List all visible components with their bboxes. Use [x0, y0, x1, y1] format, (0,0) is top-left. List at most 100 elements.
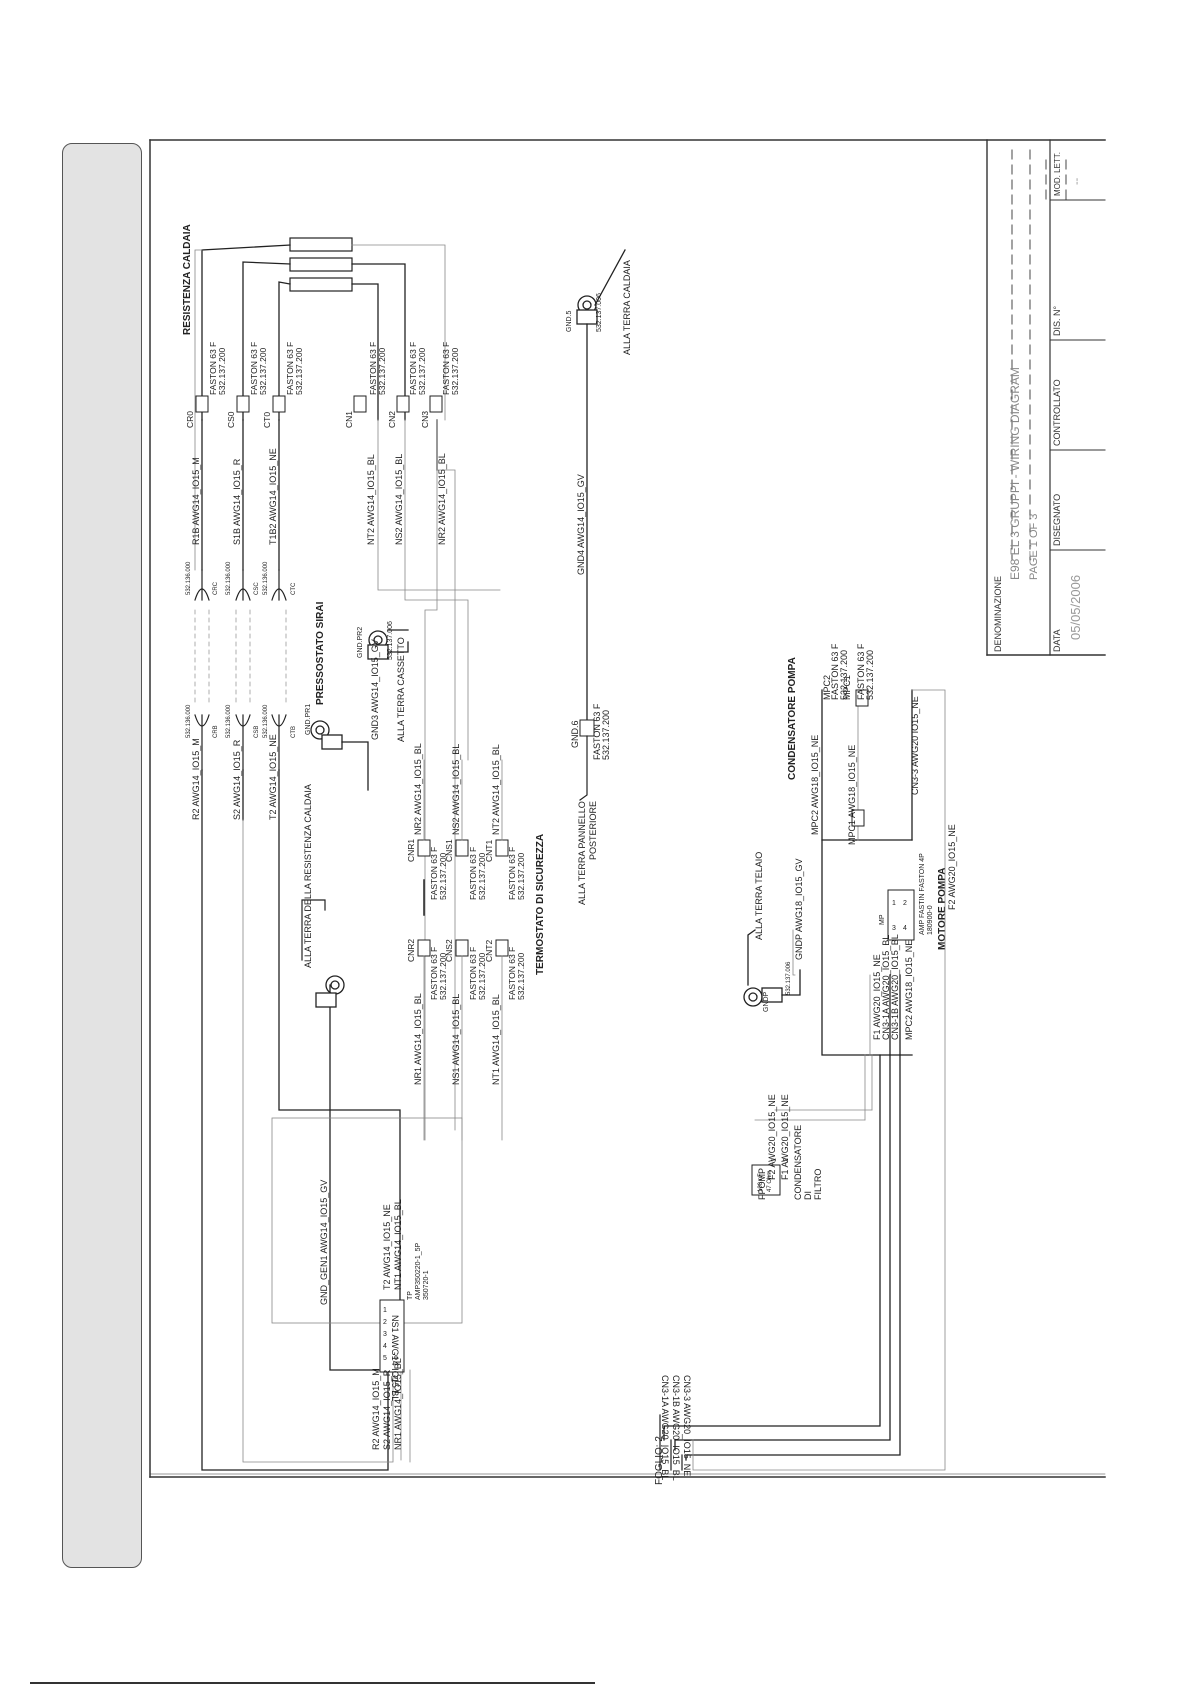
conn-cnr2-faston: FASTON 63 F — [429, 947, 439, 1000]
gndp-label: GNDP — [763, 991, 770, 1012]
conn-cnr2: CNR2 — [406, 939, 416, 962]
conn-cr0: CR0 — [185, 411, 195, 428]
lug-code-1: 532.136.000 — [186, 561, 192, 595]
pump-thin — [692, 689, 946, 1471]
conn-cnt1-faston: FASTON 63 F — [507, 847, 517, 900]
lug-code-6: 532.136.000 — [263, 704, 269, 738]
conn-cn3: CN3 — [420, 411, 430, 428]
mp-code: 180900-0 — [927, 905, 934, 935]
tp-pin-3: 3 — [383, 1331, 387, 1338]
tp-pin-6: 6 — [394, 1355, 398, 1362]
conn-cnr2-code: 532.137.200 — [438, 952, 448, 1000]
mpc1-wire: MPC1 AWG18_IO15_NE — [847, 745, 857, 845]
cn31a-wire: CN3-1A AWG20_IO15_BL — [881, 935, 891, 1040]
lb-nt1: NT1 AWG14_IO15_BL — [393, 1199, 403, 1290]
termostato-wire-labels: NR2 AWG14_IO15_BL NS2 AWG14_IO15_BL NT2 … — [413, 743, 501, 1085]
wire-nt1: NT1 AWG14_IO15_BL — [491, 994, 501, 1085]
tp-pins: 1 2 3 4 5 6 — [383, 1307, 398, 1362]
res-conn-labels: CR0 FASTON 63 F 532.137.200 CS0 FASTON 6… — [185, 342, 460, 428]
wire-nt2-top: NT2 AWG14_IO15_BL — [366, 454, 376, 545]
page-indicator: PAGE 1 OF 3 — [1028, 514, 1040, 580]
filter-res: 47 Ohm — [767, 1171, 773, 1192]
section-condensatore-pompa: CONDENSATORE POMPA — [787, 657, 798, 780]
footer-rule — [30, 1682, 595, 1684]
wire-ns2: NS2 AWG14_IO15_BL — [451, 744, 461, 835]
gnd-pr1-symbol — [310, 720, 369, 791]
alla-terra-caldaia: ALLA TERRA CALDAIA — [622, 260, 632, 355]
filter-box — [751, 1164, 781, 1196]
wire-nt2: NT2 AWG14_IO15_BL — [491, 744, 501, 835]
conn-cns2-faston: FASTON 63 F — [468, 947, 478, 1000]
terminal-lugs — [194, 569, 287, 771]
wire-s2: S2 AWG14_IO15_R — [232, 739, 242, 820]
bottom-cn31b: CN3-1B AWG20_IO15_BL — [671, 1375, 681, 1481]
drawing-frame — [149, 139, 1106, 1478]
conn-cn3-code: 532.137.200 — [450, 347, 460, 395]
termostato-connectors — [417, 839, 509, 957]
wire-t2: T2 AWG14_IO15_NE — [268, 734, 278, 820]
conn-cns1-faston: FASTON 63 F — [468, 847, 478, 900]
filter-desc-1: CONDENSATORE — [793, 1125, 803, 1200]
gnd6-code: 532.137.200 — [601, 710, 611, 760]
lug-csb: CSB — [254, 726, 260, 738]
termostato-conn-labels: CNR1 CNS1 CNT1 FASTON 63 F 532.137.200 F… — [406, 839, 526, 1000]
conn-cnr1-faston: FASTON 63 F — [429, 847, 439, 900]
gndp-code: 532.137.006 — [786, 961, 792, 995]
mpc1-faston: FASTON 63 F — [856, 643, 866, 700]
conn-cnt1-code: 532.137.200 — [516, 852, 526, 900]
left-block-labels: GND_GEN1 AWG14_IO15_GV T2 AWG14_IO15_NE … — [319, 1180, 430, 1450]
lower-wiring — [201, 769, 401, 1471]
wire-r1b: R1B AWG14_IO15_M — [191, 457, 201, 545]
conn-cs0: CS0 — [226, 411, 236, 428]
mpc2-wire: MPC2 AWG18_IO15_NE — [810, 735, 820, 835]
section-resistenza: RESISTENZA CALDAIA — [182, 224, 193, 335]
wire-t1b2: T1B2 AWG14_IO15_NE — [268, 448, 278, 545]
conn-cn1-faston: FASTON 63 F — [368, 342, 378, 395]
wire-nr2: NR2 AWG14_IO15_BL — [413, 743, 423, 835]
section-motore-pompa: MOTORE POMPA — [937, 868, 948, 950]
conn-cnt2: CNT2 — [484, 940, 494, 962]
wire-nr2-top: NR2 AWG14_IO15_BL — [437, 453, 447, 545]
bottom-wire-labels: CN3-1A AWG20_IO15_BL CN3-1B AWG20_IO15_B… — [660, 1375, 692, 1481]
gnd4-wire: GND4 AWG14_IO15_GV — [576, 474, 586, 575]
terra-telaio: ALLA TERRA TELAIO — [754, 852, 764, 940]
gnd6-leader — [579, 735, 588, 801]
conn-cns1-code: 532.137.200 — [477, 852, 487, 900]
mod-lett-label: MOD. LETT. — [1053, 152, 1062, 196]
heating-elements — [289, 237, 353, 292]
lower-wire-labels: R2 AWG14_IO15_M S2 AWG14_IO15_R T2 AWG14… — [191, 734, 278, 820]
lb-amp: AMP350220-1_5P — [415, 1242, 422, 1300]
mp-part: AMP FASTIN FASTON 4P — [919, 853, 926, 935]
pressostato-labels: GND.PR2 532.137.006 GND3 AWG14_IO15_GV A… — [305, 621, 406, 742]
terra-resistenza: ALLA TERRA DELLA RESISTENZA CALDAIA — [303, 784, 313, 968]
gnd5-code: 532.137.006 — [596, 293, 603, 332]
pump-labels: MPC2 AWG18_IO15_NE MPC1 AWG18_IO15_NE MP… — [754, 643, 957, 1040]
upper-wire-labels: R1B AWG14_IO15_M S1B AWG14_IO15_R T1B2 A… — [191, 448, 447, 545]
terra-pannello-1: ALLA TERRA PANNELLO — [577, 801, 587, 905]
wire-ns2-top: NS2 AWG14_IO15_BL — [394, 454, 404, 545]
mp-pin-4: 4 — [903, 925, 907, 932]
disegnato-label: DISEGNATO — [1052, 494, 1062, 546]
tp-pin-4: 4 — [383, 1343, 387, 1350]
gnd-pr2-symbol — [367, 629, 409, 660]
filter-cap: 100 nF — [758, 1173, 764, 1192]
mod-value: -- — [1071, 177, 1083, 185]
date-value: 05/05/2006 — [1068, 575, 1083, 640]
wire-ns1: NS1 AWG14_IO15_BL — [451, 994, 461, 1085]
lb-t2: T2 AWG14_IO15_NE — [382, 1204, 392, 1290]
mp-pin-1: 1 — [892, 900, 896, 907]
conn-cns1: CNS1 — [444, 839, 454, 862]
conn-cns2-code: 532.137.200 — [477, 952, 487, 1000]
mp-connector — [851, 689, 915, 941]
wire-nr1: NR1 AWG14_IO15_BL — [413, 993, 423, 1085]
gnd5-symbol — [576, 249, 626, 721]
pump-wiring — [663, 689, 913, 1461]
lb-nr1: NR1 AWG14_IO15_BL — [393, 1358, 403, 1450]
lb-ns1: NS1 AWG14 IO15 BL — [390, 1315, 400, 1401]
filter-fpomp: FPOMP — [757, 1168, 767, 1200]
lug-crc: CRC — [213, 581, 219, 595]
title-block — [986, 139, 1106, 656]
termostato-wiring — [423, 759, 503, 1141]
conn-cnt2-faston: FASTON 63 F — [507, 947, 517, 1000]
